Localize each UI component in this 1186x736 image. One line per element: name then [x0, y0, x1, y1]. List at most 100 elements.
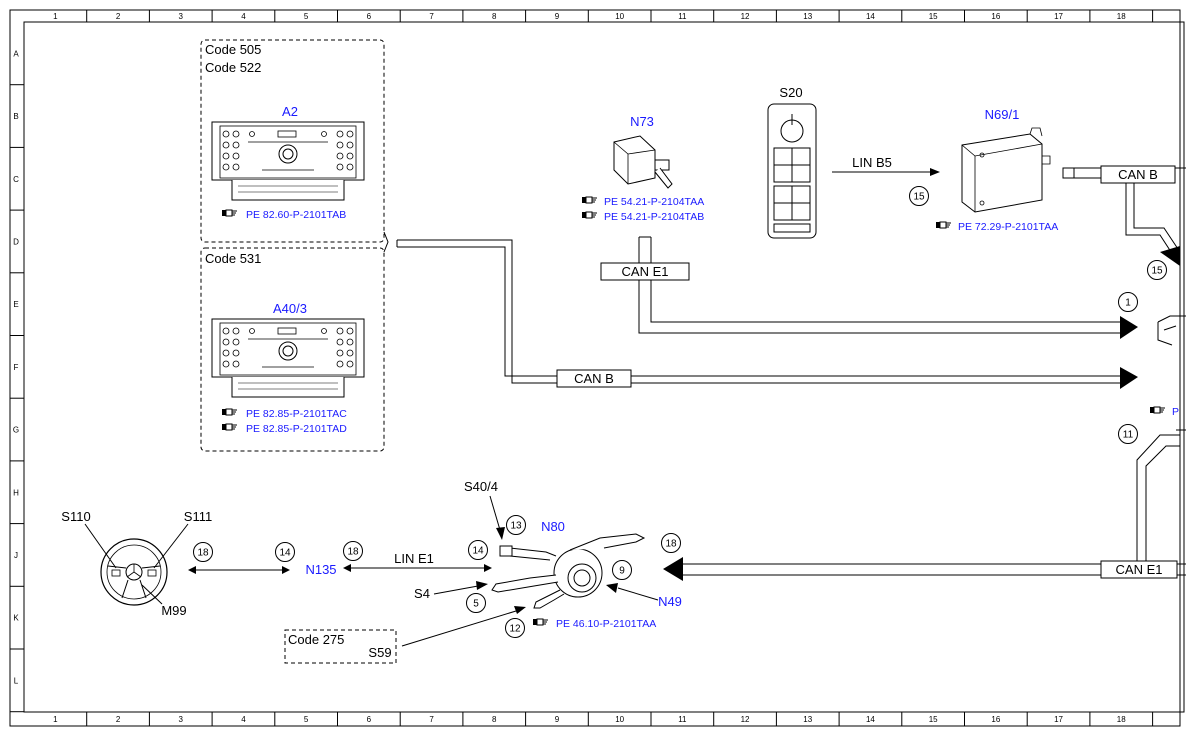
n73-label: N73 — [630, 114, 654, 129]
s20-component: S20 — [767, 85, 817, 239]
edge-component — [1157, 315, 1186, 431]
n80-component: N80 PE 46.10-P-2101TAA — [491, 519, 656, 630]
row-tick-label: D — [13, 237, 19, 246]
arrow-right-can-e1 — [1120, 316, 1138, 339]
row-tick-label: J — [14, 551, 18, 560]
row-tick-label: G — [13, 426, 19, 435]
radio-a2-image — [211, 121, 365, 201]
code-505-label: Code 505 — [205, 42, 261, 57]
m99-label: M99 — [161, 603, 186, 618]
a40-3-ref-2: PE 82.85-P-2101TAD — [246, 423, 347, 435]
s111-label: S111 — [184, 509, 212, 524]
column-tick-label: 9 — [555, 715, 560, 724]
column-tick-label: 4 — [241, 715, 246, 724]
marker-number: 15 — [913, 192, 925, 203]
marker-number: 13 — [510, 521, 522, 532]
column-tick-label: 10 — [615, 12, 624, 21]
marker-circle — [468, 540, 488, 560]
row-tick-label: E — [13, 300, 18, 309]
pointing-hand-icon — [532, 618, 549, 626]
marker-circle — [343, 541, 363, 561]
column-tick-label: 3 — [179, 715, 184, 724]
marker-number: 5 — [473, 599, 479, 610]
can-b-mid-box — [556, 369, 632, 388]
marker-number: 18 — [197, 548, 209, 559]
lin-e1-label: LIN E1 — [394, 551, 434, 566]
column-tick-label: 6 — [367, 12, 372, 21]
arrow-left-wheel — [188, 566, 196, 574]
column-tick-label: 8 — [492, 715, 497, 724]
arrow-left-can-e1 — [663, 557, 683, 581]
column-tick-label: 9 — [555, 12, 560, 21]
pointing-hand-icon — [221, 408, 238, 416]
can-b-top-box — [1100, 165, 1176, 184]
can-e1-line-bottom — [683, 434, 1186, 576]
n135-label: N135 — [305, 562, 336, 577]
pointing-hand-icon — [581, 196, 598, 204]
arrow-right-lin-b5 — [930, 168, 940, 176]
marker-number: 18 — [665, 539, 677, 550]
s59-leader — [401, 610, 517, 647]
arrow-right-n135 — [282, 566, 290, 574]
can-e1-top-label: CAN E1 — [622, 264, 669, 279]
row-tick-label: C — [13, 175, 19, 184]
arrow-right-lin-e1 — [484, 564, 492, 572]
marker-circle — [1118, 424, 1138, 444]
can-e1-bottom-label: CAN E1 — [1116, 562, 1163, 577]
row-tick-label: A — [13, 49, 19, 58]
s59-label: S59 — [368, 645, 391, 660]
a40-3-ref-1: PE 82.85-P-2101TAC — [246, 408, 347, 420]
s4-label: S4 — [414, 586, 430, 601]
a2-ref-1: PE 82.60-P-2101TAB — [246, 209, 346, 221]
marker-number: 1 — [1125, 298, 1131, 309]
column-tick-label: 1 — [53, 715, 58, 724]
pointing-hand-icon — [581, 211, 598, 219]
marker-circle — [1118, 292, 1138, 312]
n69-1-component: N69/1 PE 72.29-P-2101TAA — [935, 107, 1058, 233]
column-tick-label: 18 — [1117, 715, 1126, 724]
marker-number: 14 — [472, 546, 484, 557]
n73-ref-1: PE 54.21-P-2104TAA — [604, 196, 704, 208]
marker-number: 12 — [509, 624, 521, 635]
can-b-line-radios — [396, 239, 1120, 384]
edge-ref: P — [1172, 406, 1179, 418]
a40-3-label: A40/3 — [273, 301, 307, 316]
column-tick-label: 5 — [304, 715, 309, 724]
column-tick-label: 2 — [116, 12, 121, 21]
row-tick-label: H — [13, 488, 19, 497]
pointing-hand-icon — [1149, 406, 1166, 414]
can-e1-top-box — [600, 262, 690, 281]
marker-circle — [909, 186, 929, 206]
code-531-label: Code 531 — [205, 251, 261, 266]
arrow-can-b-top — [1160, 246, 1180, 266]
row-tick-label: L — [14, 676, 19, 685]
marker-number: 9 — [619, 566, 625, 577]
bracket-pointer — [383, 231, 389, 253]
drawing-frame — [9, 9, 1185, 727]
column-tick-label: 2 — [116, 715, 121, 724]
n49-label: N49 — [658, 594, 682, 609]
row-tick-label: F — [14, 363, 19, 372]
n73-ref-2: PE 54.21-P-2104TAB — [604, 211, 704, 223]
code-275-label: Code 275 — [288, 632, 344, 647]
column-tick-label: 7 — [429, 12, 434, 21]
n69-1-label: N69/1 — [985, 107, 1020, 122]
column-tick-label: 14 — [866, 12, 875, 21]
marker-circle — [1147, 260, 1167, 280]
column-tick-label: 15 — [929, 715, 938, 724]
can-e1-line-top — [638, 236, 1120, 334]
can-b-mid-label: CAN B — [574, 371, 614, 386]
marker-circle — [466, 593, 486, 613]
column-tick-label: 13 — [803, 715, 812, 724]
marker-circle — [506, 515, 526, 535]
column-tick-label: 17 — [1054, 12, 1063, 21]
column-tick-label: 16 — [991, 715, 1000, 724]
code-522-label: Code 522 — [205, 60, 261, 75]
column-tick-label: 7 — [429, 715, 434, 724]
column-tick-label: 10 — [615, 715, 624, 724]
a2-label: A2 — [282, 104, 298, 119]
steering-wheel — [100, 538, 168, 606]
column-tick-label: 4 — [241, 12, 246, 21]
